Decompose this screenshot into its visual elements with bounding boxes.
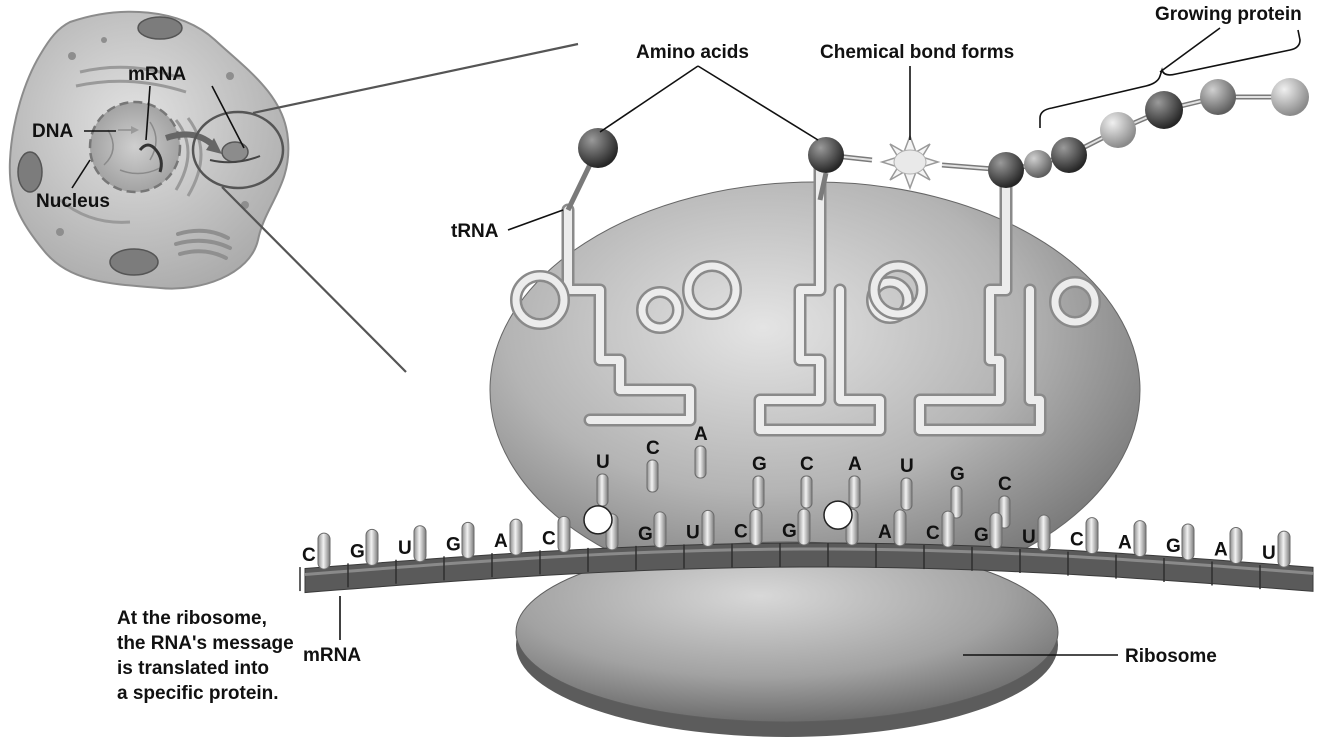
mrna-base-letter: A: [1118, 533, 1132, 554]
growing-protein-leader: [1160, 28, 1220, 72]
label-trna: tRNA: [451, 221, 499, 242]
mitochondrion-icon: [110, 249, 158, 275]
mrna-base-peg: [414, 526, 426, 562]
anticodon-letter: U: [900, 456, 914, 477]
anticodon-letter: U: [596, 452, 610, 473]
mrna-base-peg: [558, 516, 570, 552]
blank-base-circle: [824, 501, 852, 529]
amino-acid-1: [578, 128, 618, 168]
protein-residue-7: [1271, 78, 1309, 116]
mrna-base-letter: C: [302, 545, 316, 566]
mrna-base-letter: G: [974, 525, 989, 546]
caption-line: a specific protein.: [117, 681, 294, 706]
mrna-base-letter: C: [926, 523, 940, 544]
mrna-base-letter: G: [350, 541, 365, 562]
amino-acids-leader-1: [600, 66, 698, 132]
mrna-base-letter: U: [398, 538, 412, 559]
mrna-base-peg: [990, 513, 1002, 549]
caption: At the ribosome, the RNA's message is tr…: [117, 606, 294, 706]
anticodon-letter: C: [998, 474, 1012, 495]
mrna-base-letter: A: [494, 531, 508, 552]
trna-leader: [508, 210, 563, 230]
anticodon-peg: [695, 446, 706, 478]
amino-acid-2: [808, 137, 844, 173]
protein-residue-5: [1145, 91, 1183, 129]
cell-illustration: [10, 12, 289, 289]
blank-base-circle: [584, 506, 612, 534]
mrna-base-letter: G: [782, 521, 797, 542]
mrna-base-peg: [510, 519, 522, 555]
anticodon-peg: [849, 476, 860, 508]
mrna-base-peg: [1278, 531, 1290, 567]
protein-residue-6: [1200, 79, 1236, 115]
protein-residue-4: [1100, 112, 1136, 148]
mrna-base-letter: U: [1262, 543, 1276, 564]
anticodon-peg: [753, 476, 764, 508]
mitochondrion-icon: [138, 17, 182, 39]
label-amino-acids: Amino acids: [636, 42, 749, 63]
mrna-base-letter: G: [446, 534, 461, 555]
anticodon-peg: [801, 476, 812, 508]
mrna-base-peg: [1230, 527, 1242, 563]
anticodon-letter: G: [752, 454, 767, 475]
mrna-base-letter: A: [1214, 539, 1228, 560]
protein-residue-3: [1051, 137, 1087, 173]
zoom-line-bottom: [222, 187, 406, 372]
mrna-base-letter: A: [878, 522, 892, 543]
mrna-base-letter: C: [1070, 530, 1084, 551]
mrna-base-peg: [894, 510, 906, 546]
cell-label-nucleus: Nucleus: [36, 191, 110, 212]
mrna-base-peg: [702, 510, 714, 546]
anticodon-peg: [647, 460, 658, 492]
cell-label-dna: DNA: [32, 121, 73, 142]
mrna-base-letter: G: [638, 524, 653, 545]
mrna-base-peg: [1134, 521, 1146, 557]
mrna-base-peg: [1038, 515, 1050, 551]
anticodon-peg: [901, 478, 912, 510]
mrna-base-peg: [1086, 518, 1098, 554]
caption-line: At the ribosome,: [117, 606, 294, 631]
caption-line: the RNA's message: [117, 631, 294, 656]
caption-line: is translated into: [117, 656, 294, 681]
nucleus: [90, 102, 180, 192]
chemical-bond-burst-icon: [882, 136, 938, 188]
protein-residue-1: [988, 152, 1024, 188]
protein-residue-2: [1024, 150, 1052, 178]
mrna-base-peg: [366, 529, 378, 565]
label-growing-protein: Growing protein: [1155, 4, 1302, 25]
mitochondrion-icon: [18, 152, 42, 192]
label-mrna-bottom: mRNA: [303, 645, 361, 666]
label-ribosome: Ribosome: [1125, 646, 1217, 667]
anticodon-letter: A: [848, 454, 862, 475]
zoom-line-top: [253, 44, 578, 113]
mrna-base-peg: [750, 509, 762, 545]
cell-label-mrna: mRNA: [128, 64, 186, 85]
anticodon-peg: [597, 474, 608, 506]
mrna-base-letter: U: [1022, 527, 1036, 548]
amino-acids-leader-2: [698, 66, 818, 140]
mrna-base-letter: C: [542, 528, 556, 549]
anticodon-letter: G: [950, 464, 965, 485]
mrna-base-peg: [942, 511, 954, 547]
mrna-base-peg: [654, 512, 666, 548]
mrna-base-letter: C: [734, 521, 748, 542]
mini-ribosome: [222, 142, 248, 162]
anticodon-letter: A: [694, 424, 708, 445]
anticodon-letter: C: [646, 438, 660, 459]
anticodon-letter: C: [800, 454, 814, 475]
mrna-base-letter: G: [1166, 536, 1181, 557]
mrna-base-peg: [318, 533, 330, 569]
label-chemical-bond: Chemical bond forms: [820, 42, 1014, 63]
mrna-base-letter: U: [686, 522, 700, 543]
mrna-base-peg: [1182, 524, 1194, 560]
mrna-base-peg: [798, 509, 810, 545]
mrna-base-peg: [462, 522, 474, 558]
